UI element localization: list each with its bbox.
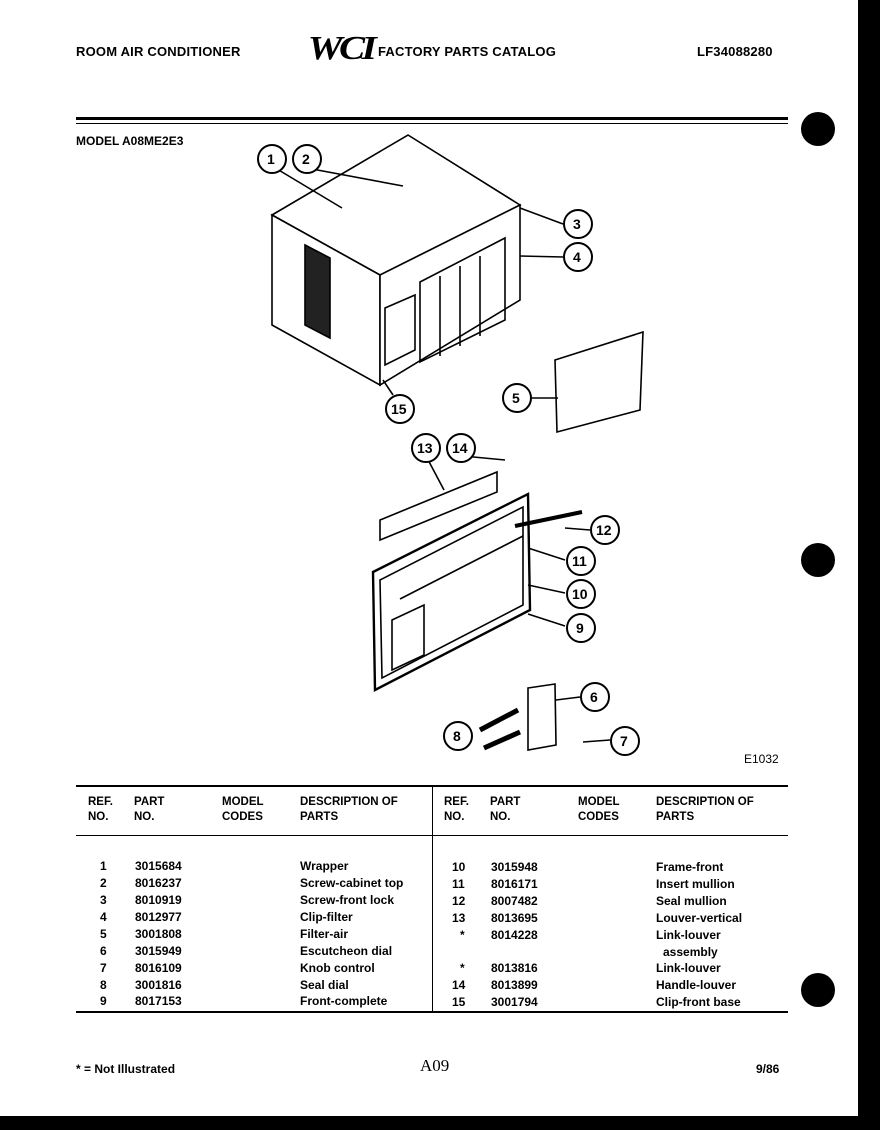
part-description: Louver-vertical [656,911,743,925]
part-no: 3001794 [491,995,538,1009]
header-ref-right: REF. NO. [444,796,469,823]
ref-no: 8 [100,978,107,992]
callout-2: 2 [302,151,310,167]
part-no: 8014228 [491,928,538,942]
figure-code: E1032 [744,752,779,766]
ref-no: 1 [100,859,107,873]
callout-14: 14 [452,440,468,456]
part-description: Screw-cabinet top [300,876,404,890]
part-no: 8013816 [491,961,538,975]
part-no: 8016171 [491,877,538,891]
header-model-left: MODEL CODES [222,796,264,823]
part-description: Filter-air [300,927,349,941]
part-description: Wrapper [300,859,349,873]
callout-3: 3 [573,216,581,232]
callout-1: 1 [267,151,275,167]
header-rule-thin [76,123,788,124]
ref-no: 11 [452,877,465,891]
part-description: Frame-front [656,860,724,874]
ref-no: * [460,961,465,975]
table-top-rule [76,785,788,787]
part-no: 8012977 [135,910,182,924]
ref-no: 6 [100,944,107,958]
footnote-not-illustrated: * = Not Illustrated [76,1062,176,1076]
part-description: Knob control [300,961,375,975]
part-no: 3001816 [135,978,182,992]
callout-5: 5 [512,390,520,406]
callout-11: 11 [572,553,587,569]
part-description: Handle-louver [656,978,737,992]
model-label: MODEL A08ME2E3 [76,134,184,148]
ref-no: 5 [100,927,107,941]
part-description: Link-louver [656,961,721,975]
part-no: 8016237 [135,876,182,890]
page-frame-bottom [0,1116,880,1130]
header-rule-thick [76,117,788,120]
callout-markers: 1 2 3 4 5 6 7 8 9 10 11 12 13 14 15 [257,144,640,756]
punch-hole-middle [801,543,835,577]
callout-12: 12 [596,522,612,538]
ref-no: 13 [452,911,466,925]
part-description: Clip-filter [300,910,353,924]
header-ref-left: REF. NO. [88,796,113,823]
callout-4: 4 [573,249,581,265]
part-no: 8013695 [491,911,538,925]
part-description: Insert mullion [656,877,735,891]
ref-no: 2 [100,876,107,890]
part-description: Link-louver [656,928,721,942]
part-description: Clip-front base [656,995,741,1009]
table-column-divider [432,787,433,1013]
ref-no: 14 [452,978,466,992]
part-no: 3015949 [135,944,182,958]
wci-logo: WCI [307,30,377,67]
callout-6: 6 [590,689,598,705]
part-description: Seal mullion [656,894,727,908]
part-description: Seal dial [300,978,349,992]
part-no: 3015684 [135,859,182,873]
callout-13: 13 [417,440,433,456]
part-no: 3015948 [491,860,538,874]
header-part-left: PART NO. [134,796,165,823]
ref-no: 10 [452,860,466,874]
callout-10: 10 [572,586,588,602]
part-no: 8013899 [491,978,538,992]
ref-no: 7 [100,961,107,975]
ref-no: 12 [452,894,466,908]
punch-hole-top [801,112,835,146]
part-description: assembly [663,945,718,959]
ref-no: 9 [100,994,107,1008]
header-desc-left: DESCRIPTION OF PARTS [300,796,398,823]
header-model-right: MODEL CODES [578,796,620,823]
catalog-date: 9/86 [756,1062,780,1076]
ref-no: 3 [100,893,107,907]
header-part-right: PART NO. [490,796,521,823]
header-desc-right: DESCRIPTION OF PARTS [656,796,754,823]
punch-hole-bottom [801,973,835,1007]
callout-7: 7 [620,733,628,749]
part-no: 8007482 [491,894,538,908]
part-no: 8017153 [135,994,182,1008]
table-bottom-rule [76,1011,788,1013]
part-no: 8010919 [135,893,182,907]
part-description: Front-complete [300,994,388,1008]
catalog-number: LF34088280 [697,44,773,59]
ref-no: * [460,928,465,942]
page-frame-right [858,0,880,1130]
part-description: Screw-front lock [300,893,395,907]
callout-15: 15 [391,401,407,417]
callout-9: 9 [576,620,584,636]
exploded-parts-diagram: 1 2 3 4 5 6 7 8 9 10 11 12 13 14 15 [257,134,644,756]
page-number: A09 [420,1056,450,1075]
header-left-title: ROOM AIR CONDITIONER [76,44,241,59]
ref-no: 15 [452,995,466,1009]
part-no: 8016109 [135,961,182,975]
callout-8: 8 [453,728,461,744]
ref-no: 4 [100,910,107,924]
part-description: Escutcheon dial [300,944,393,958]
part-no: 3001808 [135,927,182,941]
header-center-title: FACTORY PARTS CATALOG [378,44,557,59]
